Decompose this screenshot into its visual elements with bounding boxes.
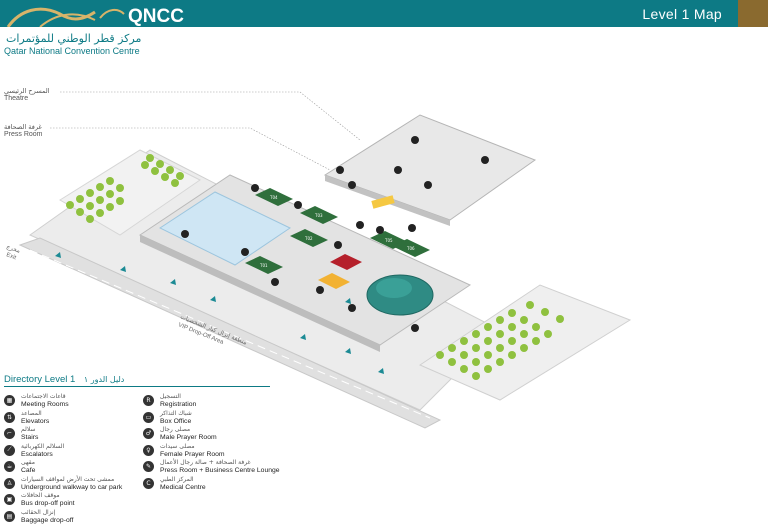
tree-cluster-west: [66, 154, 184, 223]
directory-entry-en: Box Office: [160, 417, 192, 425]
box-office-icon: ▭: [143, 411, 154, 423]
directory-entry-en: Male Prayer Room: [160, 434, 217, 441]
logo-text: QNCC: [128, 6, 184, 27]
cafe-icon: ☕: [4, 461, 15, 472]
directory-entry-en: Registration: [160, 401, 197, 408]
directory-entry-en: Escalators: [21, 450, 53, 458]
press-room-icon: ✎: [143, 461, 154, 472]
directory-entry-en: Stairs: [21, 434, 39, 441]
stairs-icon: ⌐: [4, 428, 15, 439]
directory-title: Directory Level 1 دليل الدور ١: [4, 374, 124, 385]
directory-entry-ar: قاعات الاجتماعات: [21, 393, 66, 400]
directory-entry-en: Underground walkway to car park: [21, 483, 123, 491]
directory-title-en: Directory Level 1: [4, 374, 76, 385]
directory-entry-en: Press Room + Business Centre Lounge: [160, 467, 280, 474]
callout-theatre: المسرح الرئيسي Theatre: [4, 87, 50, 102]
directory-entry-ar: مصلى سيدات: [160, 442, 195, 450]
callout-theatre-en: Theatre: [4, 95, 29, 102]
tree-cluster-east: [436, 301, 564, 380]
callout-press-room-ar: غرفة الصحافة: [4, 123, 42, 131]
baggage-icon: ▤: [4, 510, 15, 522]
bus-icon: ▣: [4, 494, 15, 505]
directory-entry-ar: المصاعد: [21, 409, 42, 417]
room-t04: T04: [269, 195, 278, 200]
directory-entry-en: Elevators: [21, 417, 50, 425]
room-t05: T05: [384, 238, 393, 243]
org-name-english: Qatar National Convention Centre: [4, 46, 140, 56]
directory-entry-ar: إنزال الحقائب: [21, 508, 56, 516]
directory-entry-ar: السلالم الكهربائية: [21, 442, 65, 450]
directory-entry-en: Bus drop-off point: [21, 500, 75, 507]
directory-entry-en: Medical Centre: [160, 483, 206, 491]
directory-entry-ar: مقهى: [21, 459, 36, 466]
room-t03: T03: [314, 213, 323, 218]
header-accent: [738, 0, 768, 27]
walkway-icon: ♙: [4, 477, 15, 489]
directory-entry-ar: غرفة الصحافة + صالة رجال الأعمال: [160, 459, 251, 466]
directory-entry-ar: سلالم: [21, 426, 36, 433]
callout-theatre-ar: المسرح الرئيسي: [4, 87, 50, 95]
exit-label: Exit: [5, 252, 17, 261]
directory-entry-en: Female Prayer Room: [160, 450, 225, 458]
directory-title-ar: دليل الدور ١: [83, 375, 125, 384]
callout-press-room: غرفة الصحافة Press Room: [4, 123, 43, 138]
qncc-logo: QNCC: [6, 6, 184, 27]
callout-press-room-en: Press Room: [4, 131, 43, 138]
room-t01: T01: [259, 263, 268, 268]
registration-icon: R: [143, 395, 154, 406]
escalators-icon: ⟋: [4, 444, 15, 456]
page-title: Level 1 Map: [642, 6, 722, 22]
directory-entry-ar: موقف الحافلات: [21, 492, 60, 499]
meeting-rooms-icon: ▦: [4, 395, 15, 406]
medical-icon: C: [143, 477, 154, 489]
directory-entry-en: Cafe: [21, 467, 36, 474]
directory-entry-en: Meeting Rooms: [21, 401, 69, 408]
directory-divider: [4, 386, 270, 387]
male-prayer-icon: ♂: [143, 428, 154, 439]
female-prayer-icon: ♀: [143, 444, 154, 456]
directory-entry-ar: شباك التذاكر: [160, 409, 192, 417]
elevators-icon: ⇅: [4, 411, 15, 423]
directory-entry-ar: مصلى رجال: [160, 426, 191, 433]
room-t02: T02: [304, 236, 313, 241]
org-name-arabic: مركز قطر الوطني للمؤتمرات: [6, 32, 142, 45]
room-t06: T06: [406, 246, 415, 251]
directory-entry-ar: المركز الطبي: [160, 475, 194, 483]
directory-entry-ar: التسجيل: [160, 393, 181, 400]
directory-entry-en: Baggage drop-off: [21, 516, 74, 524]
directory-entry-ar: ممشى تحت الأرض لمواقف السيارات: [21, 475, 115, 483]
exit-label-ar: مخرج: [5, 243, 21, 254]
